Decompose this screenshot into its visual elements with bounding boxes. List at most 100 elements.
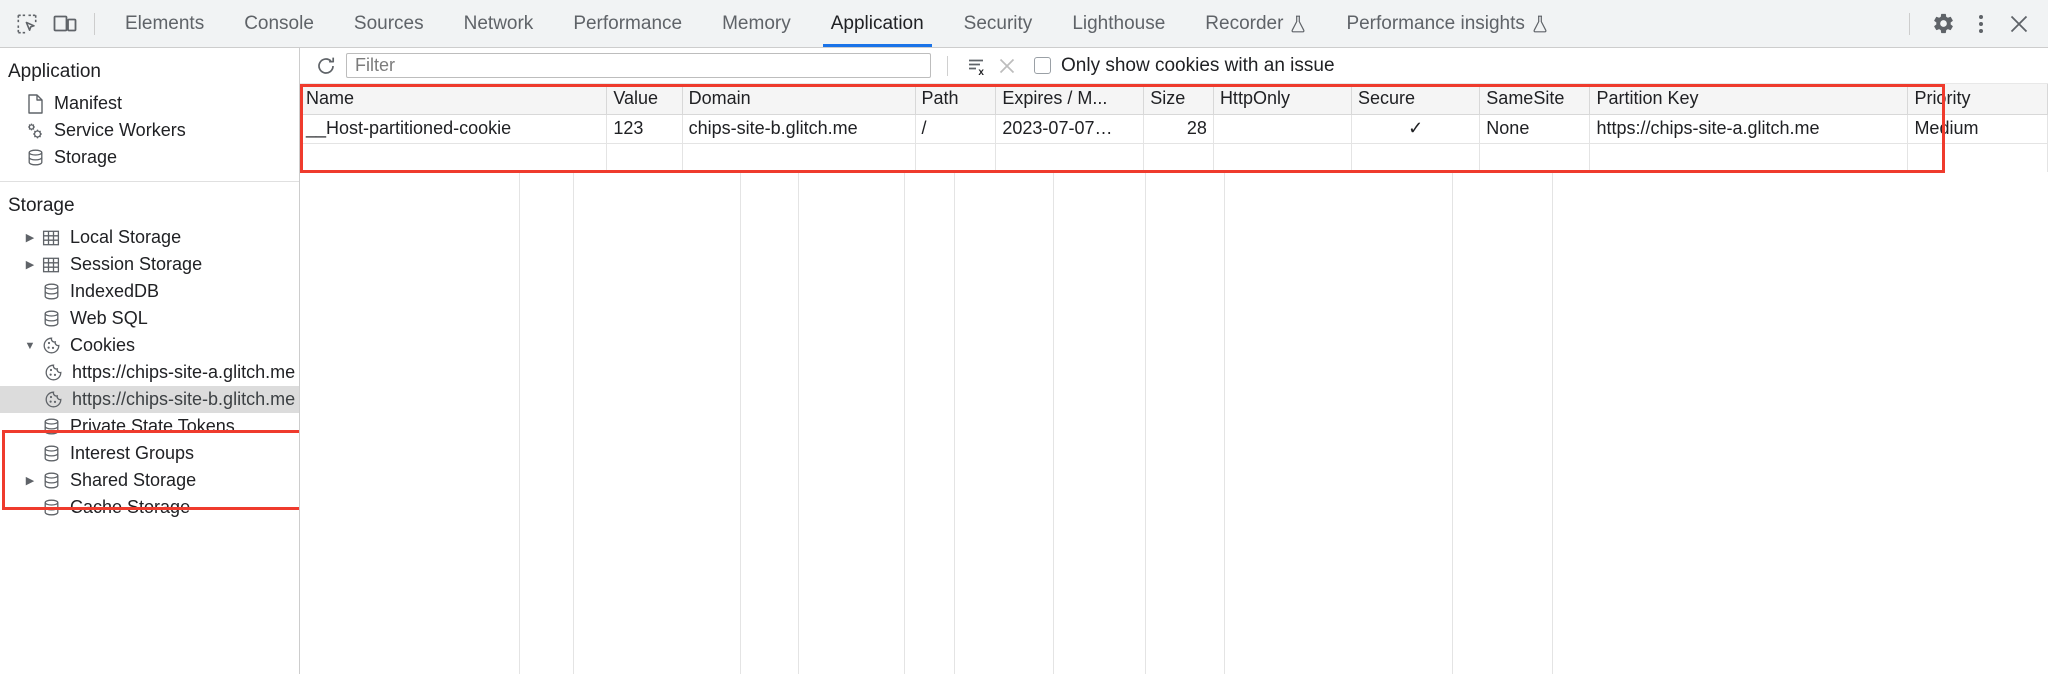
- table-filler-row: [300, 143, 2048, 172]
- chevron-right-icon[interactable]: ▶: [25, 232, 35, 244]
- only-show-issues-checkbox-wrapper[interactable]: Only show cookies with an issue: [1034, 55, 1335, 77]
- clear-filtered-icon[interactable]: x: [962, 52, 992, 80]
- sidebar-item-cookies[interactable]: ▼ Cookies: [0, 332, 299, 359]
- cell-path[interactable]: /: [915, 114, 997, 144]
- tab-elements[interactable]: Elements: [105, 0, 224, 47]
- chevron-placeholder: ▶: [22, 312, 38, 325]
- filler-cell: [682, 143, 916, 172]
- cookie-icon: [38, 336, 64, 355]
- sidebar-item-label: Shared Storage: [70, 470, 197, 490]
- cell-samesite[interactable]: None: [1479, 114, 1591, 144]
- column-header-path[interactable]: Path: [915, 84, 997, 115]
- cell-value[interactable]: 123: [606, 114, 683, 144]
- cell-expires[interactable]: 2023-07-07…: [995, 114, 1145, 144]
- tab-lighthouse[interactable]: Lighthouse: [1052, 0, 1185, 47]
- sidebar-item-indexeddb[interactable]: ▶ IndexedDB: [0, 278, 299, 305]
- toolbar-divider: [94, 12, 95, 35]
- tab-security[interactable]: Security: [944, 0, 1053, 47]
- sidebar-item-cookies-chips-site-b[interactable]: https://chips-site-b.glitch.me: [0, 386, 299, 413]
- database-icon: [38, 498, 64, 517]
- tab-label: Lighthouse: [1072, 12, 1166, 34]
- sidebar-item-storage[interactable]: Storage: [0, 144, 299, 171]
- tab-application[interactable]: Application: [811, 0, 944, 47]
- filler-cell: [915, 143, 997, 172]
- sidebar-section-storage-title: Storage: [8, 195, 75, 216]
- gear-icon[interactable]: [1924, 5, 1962, 43]
- filler-cell: [1213, 143, 1353, 172]
- column-header-secure[interactable]: Secure: [1351, 84, 1481, 115]
- column-header-value[interactable]: Value: [606, 84, 683, 115]
- column-header-domain[interactable]: Domain: [682, 84, 916, 115]
- tab-console[interactable]: Console: [224, 0, 334, 47]
- close-icon[interactable]: [2000, 5, 2038, 43]
- sidebar-item-interest-groups[interactable]: ▶ Interest Groups: [0, 440, 299, 467]
- tab-label: Security: [963, 12, 1033, 34]
- cookie-icon: [40, 363, 66, 382]
- filler-cell: [1351, 143, 1481, 172]
- sidebar-item-private-state-tokens[interactable]: ▶ Private State Tokens: [0, 413, 299, 440]
- chevron-right-icon[interactable]: ▶: [25, 475, 35, 487]
- cell-domain[interactable]: chips-site-b.glitch.me: [682, 114, 916, 144]
- sidebar-item-label: Interest Groups: [70, 443, 195, 463]
- chevron-down-icon[interactable]: ▼: [24, 339, 36, 352]
- column-header-name[interactable]: Name: [300, 84, 608, 115]
- tab-label: Memory: [722, 12, 791, 34]
- sidebar-item-manifest[interactable]: Manifest: [0, 90, 299, 117]
- column-header-partition-key[interactable]: Partition Key: [1589, 84, 1909, 115]
- column-header-expires[interactable]: Expires / M...: [995, 84, 1145, 115]
- refresh-icon[interactable]: [312, 52, 340, 80]
- filler-cell: [1143, 143, 1214, 172]
- sidebar-item-cookies-chips-site-a[interactable]: https://chips-site-a.glitch.me: [0, 359, 299, 386]
- database-icon: [38, 282, 64, 301]
- sidebar-item-session-storage[interactable]: ▶ Session Storage: [0, 251, 299, 278]
- cookies-filter-input[interactable]: [346, 53, 931, 78]
- only-show-issues-label: Only show cookies with an issue: [1061, 54, 1335, 76]
- cell-partition-key[interactable]: https://chips-site-a.glitch.me: [1589, 114, 1909, 144]
- device-toolbar-icon[interactable]: [46, 5, 84, 43]
- cookies-filter-bar: x Only show cookies with an issue: [300, 48, 2048, 84]
- tab-performance[interactable]: Performance: [553, 0, 702, 47]
- inspect-element-icon[interactable]: [8, 5, 46, 43]
- chevron-placeholder: ▶: [22, 447, 38, 460]
- tab-sources[interactable]: Sources: [334, 0, 444, 47]
- tab-recorder[interactable]: Recorder: [1185, 0, 1326, 47]
- column-header-samesite[interactable]: SameSite: [1479, 84, 1591, 115]
- cell-priority[interactable]: Medium: [1907, 114, 2048, 144]
- chevron-placeholder: ▶: [22, 501, 38, 514]
- cell-secure[interactable]: ✓: [1351, 114, 1481, 144]
- column-header-httponly[interactable]: HttpOnly: [1213, 84, 1353, 115]
- cookie-icon: [40, 390, 66, 409]
- column-header-size[interactable]: Size: [1143, 84, 1214, 115]
- filler-cell: [300, 143, 608, 172]
- toolbar-divider-right: [1909, 12, 1910, 35]
- sidebar-item-cache-storage[interactable]: ▶ Cache Storage: [0, 494, 299, 521]
- tab-label: Application: [830, 12, 924, 34]
- table-row[interactable]: __Host-partitioned-cookie 123 chips-site…: [300, 114, 2048, 144]
- tab-network[interactable]: Network: [444, 0, 554, 47]
- sidebar-item-service-workers[interactable]: Service Workers: [0, 117, 299, 144]
- cell-httponly[interactable]: [1213, 114, 1353, 144]
- svg-text:x: x: [978, 67, 984, 77]
- cell-name[interactable]: __Host-partitioned-cookie: [300, 114, 608, 144]
- database-icon: [38, 471, 64, 490]
- sidebar-item-shared-storage[interactable]: ▶ Shared Storage: [0, 467, 299, 494]
- sidebar-item-label: Service Workers: [54, 120, 186, 140]
- cookies-table: Name Value Domain Path Expires / M... Si…: [300, 84, 2048, 172]
- clear-all-icon[interactable]: [992, 52, 1022, 80]
- sidebar-item-local-storage[interactable]: ▶ Local Storage: [0, 224, 299, 251]
- column-header-priority[interactable]: Priority: [1907, 84, 2048, 115]
- cookies-table-header-row: Name Value Domain Path Expires / M... Si…: [300, 84, 2048, 115]
- sidebar-divider: [0, 181, 299, 182]
- sidebar-item-label: https://chips-site-a.glitch.me: [72, 362, 296, 382]
- table-grid-icon: [38, 256, 64, 274]
- tab-performance-insights[interactable]: Performance insights: [1326, 0, 1567, 47]
- more-vertical-icon[interactable]: [1962, 5, 2000, 43]
- cell-size[interactable]: 28: [1143, 114, 1214, 144]
- chevron-placeholder: ▶: [22, 420, 38, 433]
- tab-memory[interactable]: Memory: [702, 0, 811, 47]
- tab-label: Elements: [125, 12, 205, 34]
- chevron-right-icon[interactable]: ▶: [25, 259, 35, 271]
- sidebar-item-web-sql[interactable]: ▶ Web SQL: [0, 305, 299, 332]
- only-show-issues-checkbox[interactable]: [1034, 57, 1051, 74]
- sidebar-item-label: Cache Storage: [70, 497, 191, 517]
